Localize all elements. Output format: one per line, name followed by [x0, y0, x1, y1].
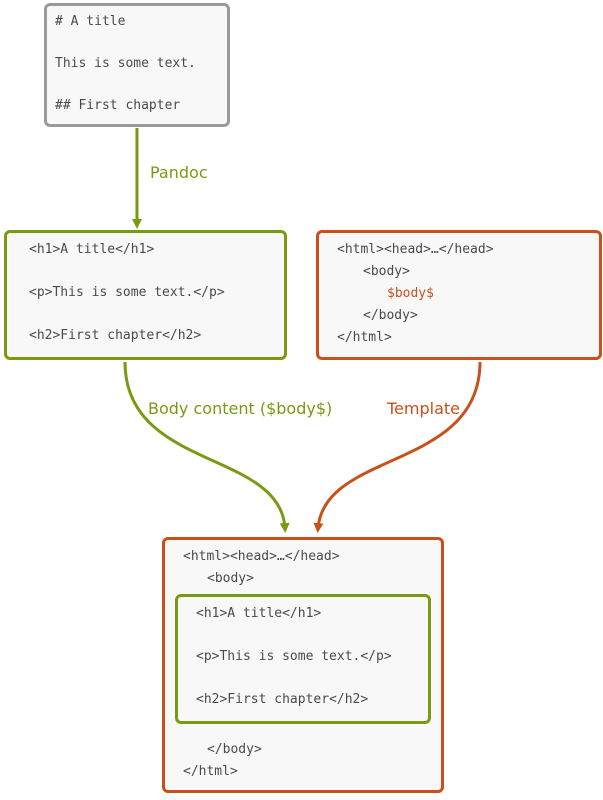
template-line-body-open: <body>	[363, 264, 410, 279]
result-inner-line-h2: <h2>First chapter</h2>	[196, 692, 369, 707]
result-line-html-close: </html>	[183, 764, 238, 779]
result-inner-body-box: <h1>A title</h1> <p>This is some text.</…	[175, 594, 431, 724]
result-line-body-close: </body>	[207, 742, 262, 757]
template-line-html-close: </html>	[337, 330, 392, 345]
template-arrow	[313, 361, 482, 533]
html-body-box: <h1>A title</h1> <p>This is some text.</…	[4, 230, 287, 360]
template-line-head: <html><head>…</head>	[337, 242, 494, 257]
markdown-source-box: # A title This is some text. ## First ch…	[44, 3, 230, 127]
source-line-chapter: ## First chapter	[55, 98, 181, 113]
html-line-p: <p>This is some text.</p>	[29, 285, 225, 300]
body-content-arrow	[123, 361, 290, 533]
source-line-title: # A title	[55, 14, 126, 29]
result-line-body-open: <body>	[207, 571, 254, 586]
pandoc-label: Pandoc	[150, 163, 208, 182]
template-box: <html><head>…</head> <body> $body$ </bod…	[316, 230, 602, 360]
template-label: Template	[387, 399, 461, 418]
template-line-body-close: </body>	[363, 308, 418, 323]
html-line-h2: <h2>First chapter</h2>	[29, 328, 202, 343]
result-document-box: <html><head>…</head> <body> <h1>A title<…	[162, 537, 444, 793]
body-content-label: Body content ($body$)	[148, 399, 333, 418]
result-inner-line-p: <p>This is some text.</p>	[196, 649, 392, 664]
source-line-text: This is some text.	[55, 56, 196, 71]
result-line-head: <html><head>…</head>	[183, 549, 340, 564]
html-line-h1: <h1>A title</h1>	[29, 242, 155, 257]
result-inner-line-h1: <h1>A title</h1>	[196, 606, 322, 621]
template-line-body-var: $body$	[387, 286, 434, 301]
